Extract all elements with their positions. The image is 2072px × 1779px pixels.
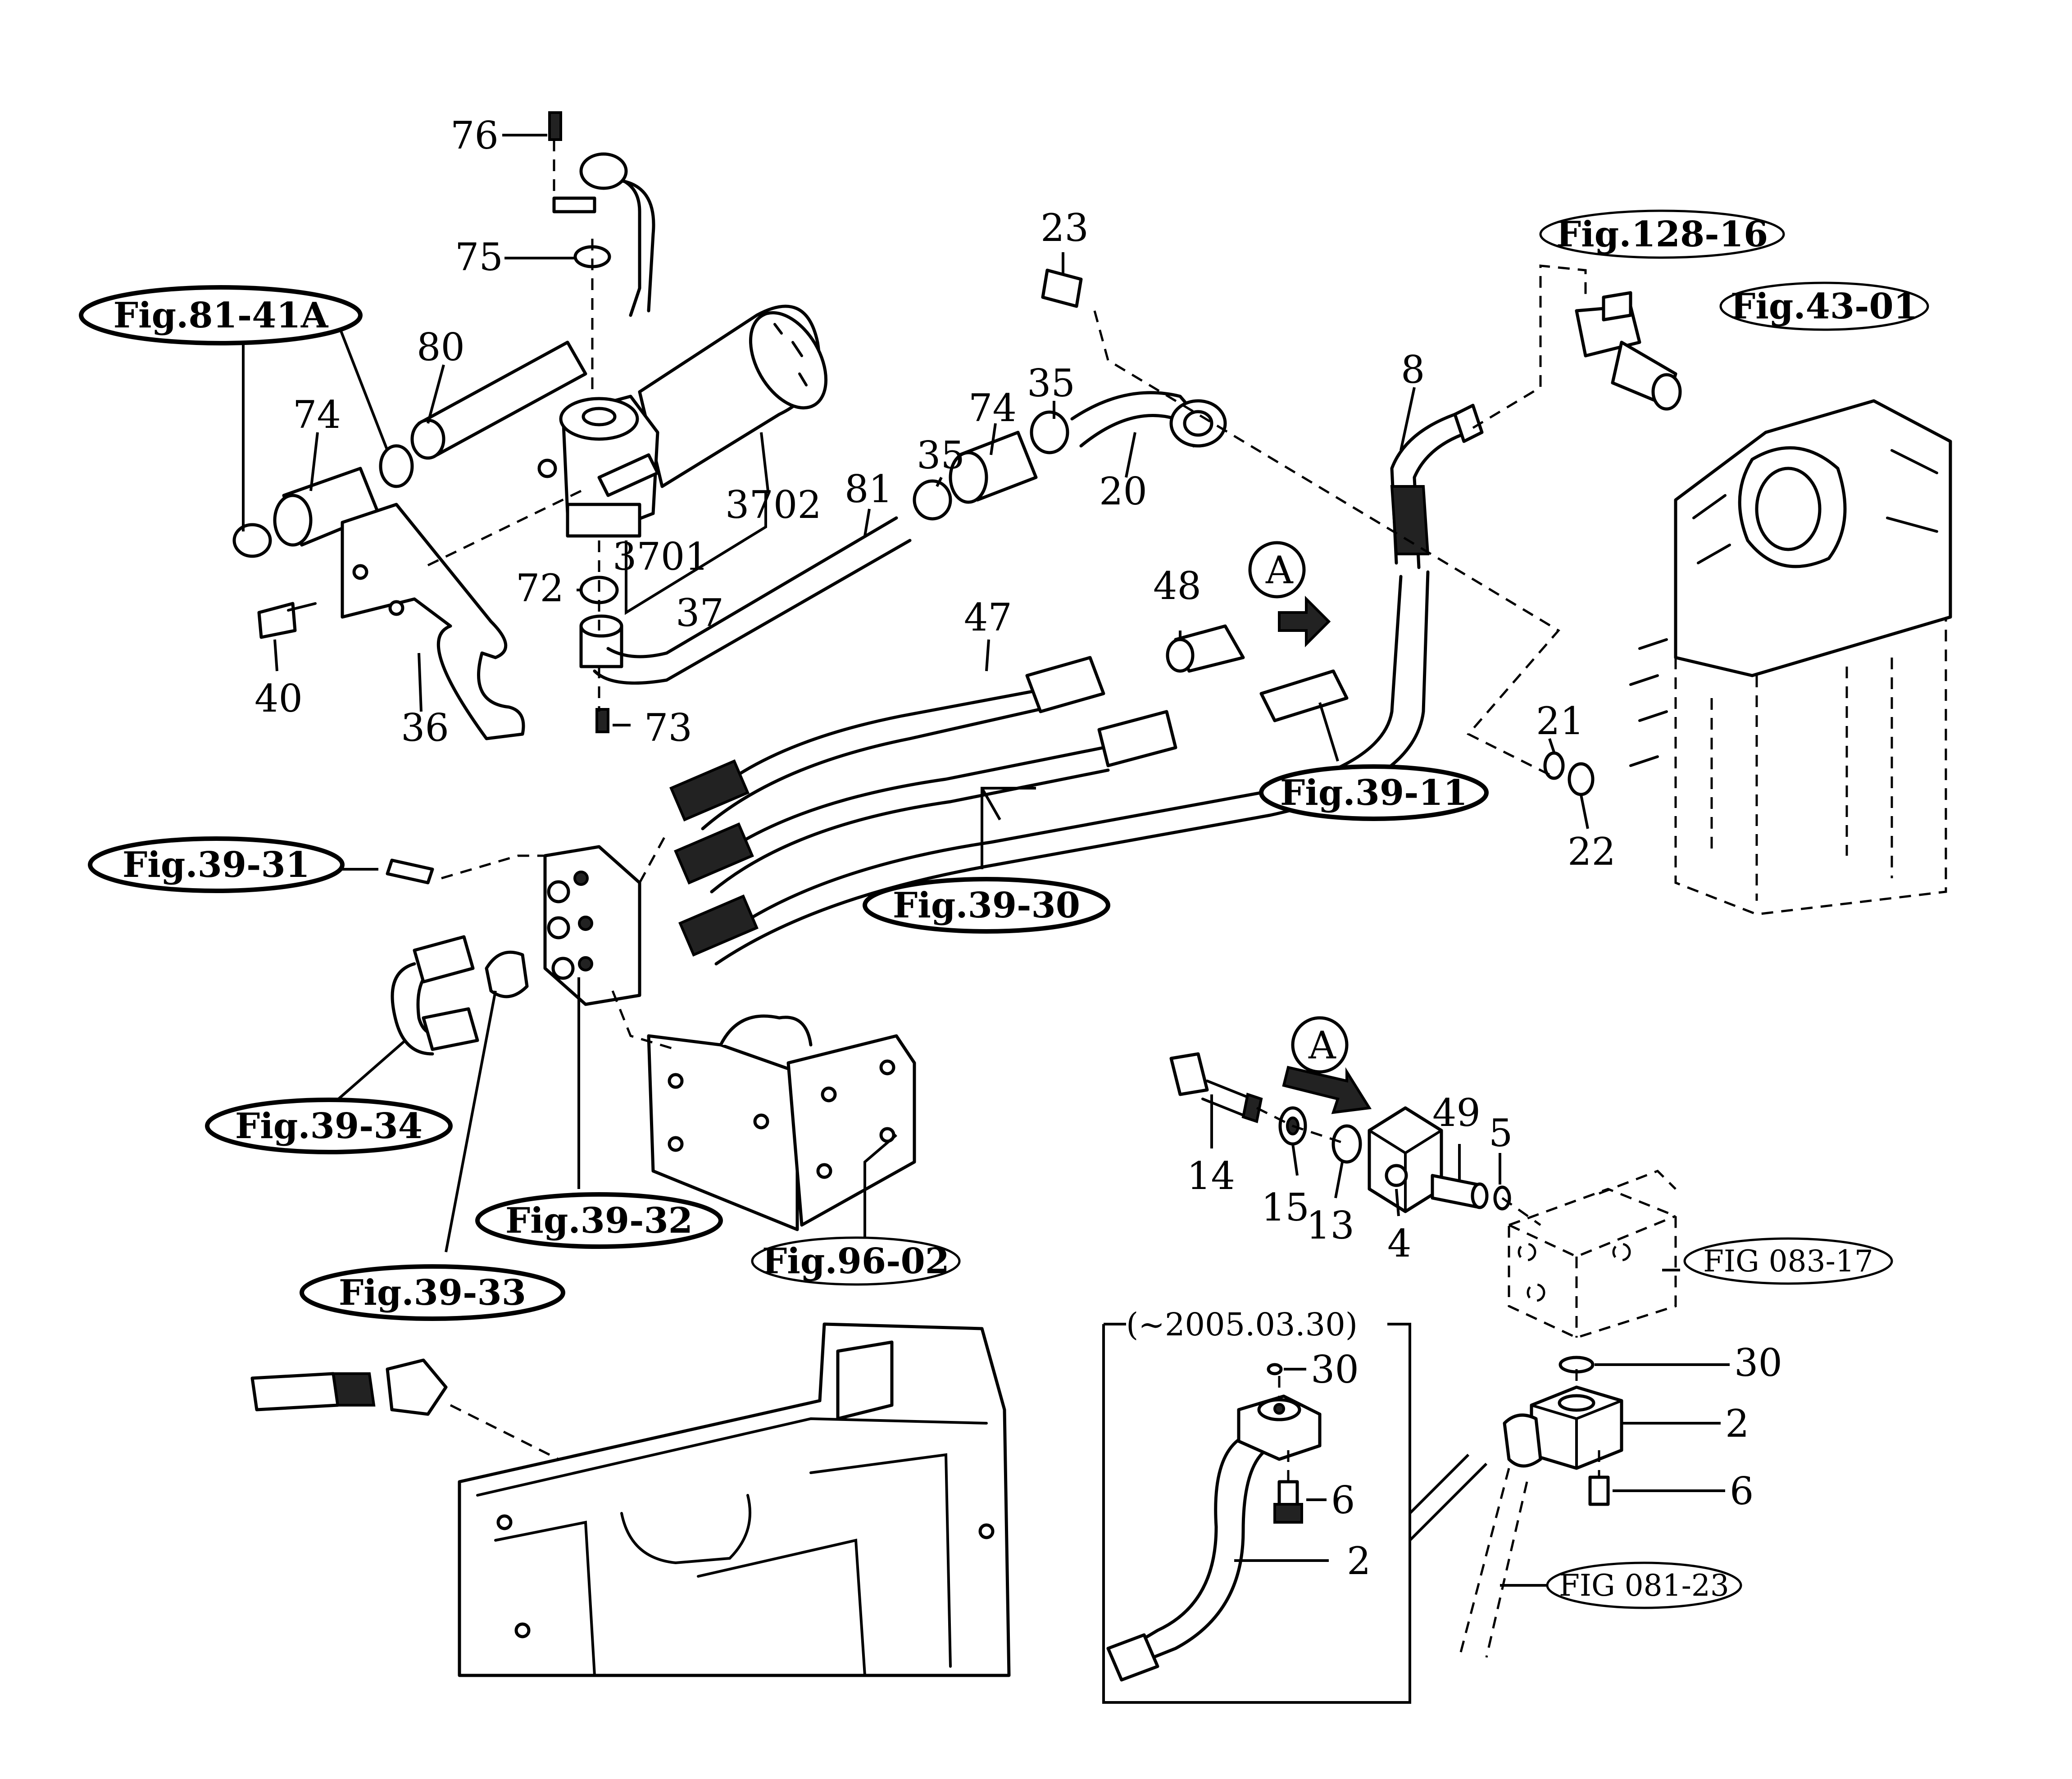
callout-72: 72	[516, 566, 564, 610]
ref-fig081-23: FIG 081-23	[1559, 1568, 1729, 1603]
callout-49: 49	[1432, 1091, 1481, 1135]
callout-30: 30	[1311, 1348, 1359, 1392]
ref-fig39-32: Fig.39-32	[505, 1200, 693, 1241]
ref-fig39-30: Fig.39-30	[893, 885, 1080, 926]
callout-14: 14	[1187, 1154, 1235, 1198]
mounting-bracket	[647, 1014, 916, 1231]
figure-references: Fig.81-41A Fig.128-16 Fig.43-01 Fig.39-1…	[79, 209, 1929, 1609]
transmission-case	[250, 1322, 1011, 1677]
inset-date-label: (~2005.03.30)	[1126, 1306, 1358, 1343]
callout-8: 8	[1401, 348, 1425, 392]
view-marks: A A	[1248, 541, 1349, 1074]
callout-74: 74	[293, 393, 341, 437]
ref-fig128-16: Fig.128-16	[1556, 214, 1768, 255]
callout-73: 73	[644, 706, 692, 750]
callout-4: 4	[1387, 1221, 1411, 1266]
callout-35: 35	[917, 433, 965, 477]
callout-13: 13	[1306, 1203, 1354, 1248]
callout-30: 30	[1734, 1341, 1782, 1385]
hose-bracket	[386, 845, 641, 1056]
callout-81: 81	[845, 467, 893, 511]
callout-48: 48	[1153, 564, 1201, 608]
ref-fig39-33: Fig.39-33	[339, 1272, 526, 1313]
callout-3701: 3701	[613, 535, 709, 579]
ref-fig083-17: FIG 083-17	[1703, 1244, 1873, 1279]
ref-fig43-01: Fig.43-01	[1731, 286, 1918, 327]
ref-fig39-11: Fig.39-11	[1280, 772, 1468, 813]
dashed-connections	[423, 140, 1600, 1482]
valve-detail	[1102, 1052, 1677, 1704]
ref-fig81-41a: Fig.81-41A	[114, 295, 329, 336]
callout-20: 20	[1099, 469, 1147, 513]
callout-15: 15	[1261, 1185, 1309, 1230]
ref-fig39-31: Fig.39-31	[123, 844, 310, 885]
callout-36: 36	[401, 706, 449, 750]
callout-75: 75	[455, 235, 503, 279]
view-mark-a-top: A	[1265, 548, 1294, 592]
callout-6: 6	[1331, 1478, 1355, 1522]
callout-6: 6	[1730, 1469, 1754, 1513]
engine-block	[1543, 291, 1952, 916]
callout-37: 37	[676, 591, 724, 635]
callout-80: 80	[417, 325, 465, 369]
callout-numbers: 76 75 80 74 3702 3701 72 37 40 36 73 81 …	[254, 113, 1782, 1583]
callout-76: 76	[450, 113, 499, 158]
callout-21: 21	[1536, 699, 1584, 743]
callout-2: 2	[1347, 1539, 1371, 1583]
callout-5: 5	[1489, 1111, 1513, 1155]
callout-2: 2	[1725, 1402, 1749, 1446]
view-mark-a-bottom: A	[1308, 1023, 1336, 1067]
leader-lines	[242, 134, 1730, 1587]
hydraulic-hoses	[669, 404, 1484, 966]
ref-fig96-02: Fig.96-02	[762, 1241, 950, 1282]
callout-35: 35	[1027, 361, 1075, 405]
callout-74: 74	[968, 386, 1017, 430]
callout-22: 22	[1568, 830, 1616, 874]
oil-filter-assembly	[232, 111, 1227, 740]
callout-40: 40	[254, 676, 303, 721]
callout-3702: 3702	[725, 483, 822, 527]
ref-fig39-34: Fig.39-34	[235, 1106, 423, 1147]
callout-23: 23	[1041, 206, 1089, 250]
callout-47: 47	[964, 595, 1012, 640]
